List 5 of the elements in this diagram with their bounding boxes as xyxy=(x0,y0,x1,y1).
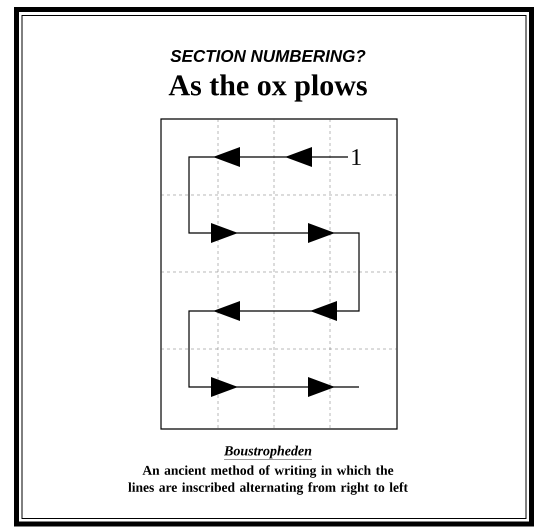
term: Boustropheden xyxy=(224,446,312,460)
definition: An ancient method of writing in which the lines are inscribed alternating from right to left xyxy=(128,465,408,495)
title: As the ox plows xyxy=(168,74,367,102)
heading: SECTION NUMBERING? xyxy=(170,50,366,62)
start-number: 1 xyxy=(352,149,361,165)
